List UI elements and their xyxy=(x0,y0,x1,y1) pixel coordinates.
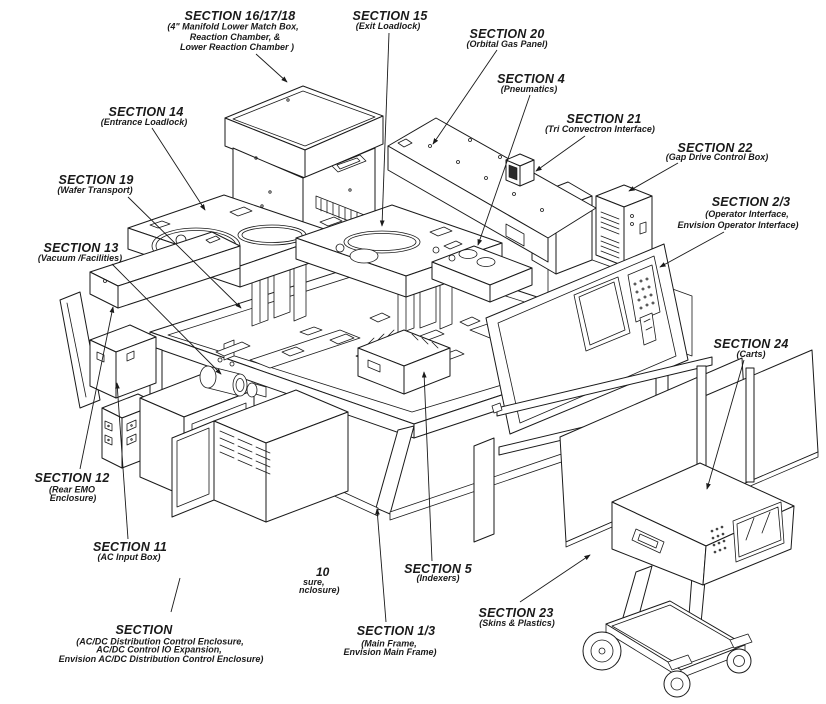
ac-input-enclosure-drawing xyxy=(171,389,349,523)
indexer-box-drawing xyxy=(357,329,451,395)
svg-text:(AC/DC Distribution Control En: (AC/DC Distribution Control Enclosure, xyxy=(76,637,244,647)
svg-text:(4" Manifold Lower Match Box,: (4" Manifold Lower Match Box, xyxy=(167,22,298,32)
svg-text:(Orbital Gas Panel): (Orbital Gas Panel) xyxy=(466,39,547,49)
operator-interface-drawing xyxy=(485,243,689,435)
svg-text:(Rear EMO: (Rear EMO xyxy=(49,485,95,495)
label-section-14: SECTION 14 (Entrance Loadlock) xyxy=(101,105,188,127)
leader-section-5 xyxy=(421,371,433,562)
pneumatics-drawing xyxy=(431,240,533,303)
svg-text:SECTION 23: SECTION 23 xyxy=(479,606,554,620)
leader-section-22 xyxy=(628,162,679,192)
svg-text:SECTION: SECTION xyxy=(116,623,174,637)
svg-text:SECTION 15: SECTION 15 xyxy=(353,9,429,23)
gap-drive-control-box-drawing xyxy=(595,184,653,267)
svg-text:(Wafer Transport): (Wafer Transport) xyxy=(57,185,132,195)
leader-section-24 xyxy=(706,359,745,490)
svg-text:SECTION 11: SECTION 11 xyxy=(93,540,167,554)
svg-text:(Skins & Plastics): (Skins & Plastics) xyxy=(479,618,555,628)
label-section-23: SECTION 23 (Skins & Plastics) xyxy=(479,606,555,628)
leader-section-1-3 xyxy=(375,508,387,623)
label-section-2-3: SECTION 2/3 (Operator Interface, Envisio… xyxy=(677,195,798,230)
label-section-19: SECTION 19 (Wafer Transport) xyxy=(57,173,133,195)
svg-text:Reaction Chamber, &: Reaction Chamber, & xyxy=(190,32,281,42)
vacuum-pump-drawing xyxy=(199,339,267,398)
svg-text:SECTION 24: SECTION 24 xyxy=(714,337,789,351)
label-section-15: SECTION 15 (Exit Loadlock) xyxy=(353,9,429,31)
svg-text:SECTION 14: SECTION 14 xyxy=(109,105,184,119)
label-section-13: SECTION 13 (Vacuum /Facilities) xyxy=(38,241,122,263)
label-section-10-partial: 10 sure, nclosure) xyxy=(299,565,340,595)
cart-drawing xyxy=(582,462,795,698)
leader-section-4 xyxy=(477,94,531,246)
svg-text:SECTION 12: SECTION 12 xyxy=(35,471,110,485)
svg-text:Envision AC/DC Distribution Co: Envision AC/DC Distribution Control Encl… xyxy=(59,654,264,664)
orbital-gas-panel-drawing xyxy=(387,117,597,263)
leader-section-2-3 xyxy=(659,231,725,268)
leader-section-23 xyxy=(519,554,591,603)
label-section-16-17-18: SECTION 16/17/18 (4" Manifold Lower Matc… xyxy=(167,9,298,52)
facilities-shelf-drawing xyxy=(89,231,241,309)
svg-text:SECTION 20: SECTION 20 xyxy=(470,27,545,41)
leader-section-11 xyxy=(114,382,129,540)
svg-text:AC/DC Control IO Expansion,: AC/DC Control IO Expansion, xyxy=(95,645,222,655)
svg-text:(Main Frame,: (Main Frame, xyxy=(361,639,417,649)
svg-text:SECTION 13: SECTION 13 xyxy=(44,241,119,255)
svg-text:(Vacuum /Facilities): (Vacuum /Facilities) xyxy=(38,253,122,263)
leader-section-15 xyxy=(379,32,390,227)
svg-text:Enclosure): Enclosure) xyxy=(50,493,97,503)
svg-text:(Tri Convectron Interface): (Tri Convectron Interface) xyxy=(545,124,655,134)
svg-text:SECTION 5: SECTION 5 xyxy=(404,562,473,576)
svg-text:Envision Operator Interface): Envision Operator Interface) xyxy=(677,220,798,230)
svg-text:(Exit Loadlock): (Exit Loadlock) xyxy=(356,21,421,31)
svg-text:SECTION 2/3: SECTION 2/3 xyxy=(712,195,791,209)
leader-lines xyxy=(79,32,745,623)
svg-text:(Operator Interface,: (Operator Interface, xyxy=(705,209,789,219)
svg-text:SECTION 4: SECTION 4 xyxy=(497,72,565,86)
label-section-12: SECTION 12 (Rear EMO Enclosure) xyxy=(35,471,110,503)
svg-text:(Gap Drive Control Box): (Gap Drive Control Box) xyxy=(666,152,769,162)
svg-text:SECTION 16/17/18: SECTION 16/17/18 xyxy=(185,9,296,23)
svg-text:SECTION 22: SECTION 22 xyxy=(678,141,753,155)
label-section-5: SECTION 5 (Indexers) xyxy=(404,562,473,583)
svg-text:sure,: sure, xyxy=(303,577,325,587)
labels: SECTION 16/17/18 (4" Manifold Lower Matc… xyxy=(35,9,799,664)
label-section-20: SECTION 20 (Orbital Gas Panel) xyxy=(466,27,547,49)
label-section-4: SECTION 4 (Pneumatics) xyxy=(497,72,565,94)
leader-section-13 xyxy=(111,263,222,375)
leader-section-19 xyxy=(127,196,242,309)
leader-section-12 xyxy=(79,306,115,470)
label-section-21: SECTION 21 (Tri Convectron Interface) xyxy=(545,112,655,134)
svg-text:(Indexers): (Indexers) xyxy=(416,573,459,583)
svg-text:SECTION 1/3: SECTION 1/3 xyxy=(357,624,436,638)
leader-section-14 xyxy=(151,127,206,211)
tri-convectron-drawing xyxy=(505,153,535,187)
rear-emo-enclosure-drawing xyxy=(89,324,157,399)
leader-section-acdc xyxy=(170,577,181,613)
svg-text:10: 10 xyxy=(316,565,330,579)
label-section-24: SECTION 24 (Carts) xyxy=(714,337,789,359)
label-section-acdc: SECTION (AC/DC Distribution Control Encl… xyxy=(59,623,264,664)
leader-section-20 xyxy=(432,49,498,145)
leader-section-21 xyxy=(535,135,586,172)
label-section-11: SECTION 11 (AC Input Box) xyxy=(93,540,167,562)
label-section-22: SECTION 22 (Gap Drive Control Box) xyxy=(666,141,769,162)
svg-text:nclosure): nclosure) xyxy=(299,585,340,595)
svg-text:SECTION 19: SECTION 19 xyxy=(59,173,134,187)
svg-text:(Pneumatics): (Pneumatics) xyxy=(501,84,558,94)
svg-text:Lower Reaction Chamber ): Lower Reaction Chamber ) xyxy=(180,42,294,52)
svg-text:Envision Main Frame): Envision Main Frame) xyxy=(343,647,436,657)
svg-text:(Carts): (Carts) xyxy=(736,349,765,359)
svg-text:(Entrance Loadlock): (Entrance Loadlock) xyxy=(101,117,188,127)
leader-section-16-17-18 xyxy=(255,53,288,83)
label-section-1-3: SECTION 1/3 (Main Frame, Envision Main F… xyxy=(343,624,436,657)
svg-text:(AC Input Box): (AC Input Box) xyxy=(98,552,161,562)
svg-text:SECTION 21: SECTION 21 xyxy=(567,112,642,126)
